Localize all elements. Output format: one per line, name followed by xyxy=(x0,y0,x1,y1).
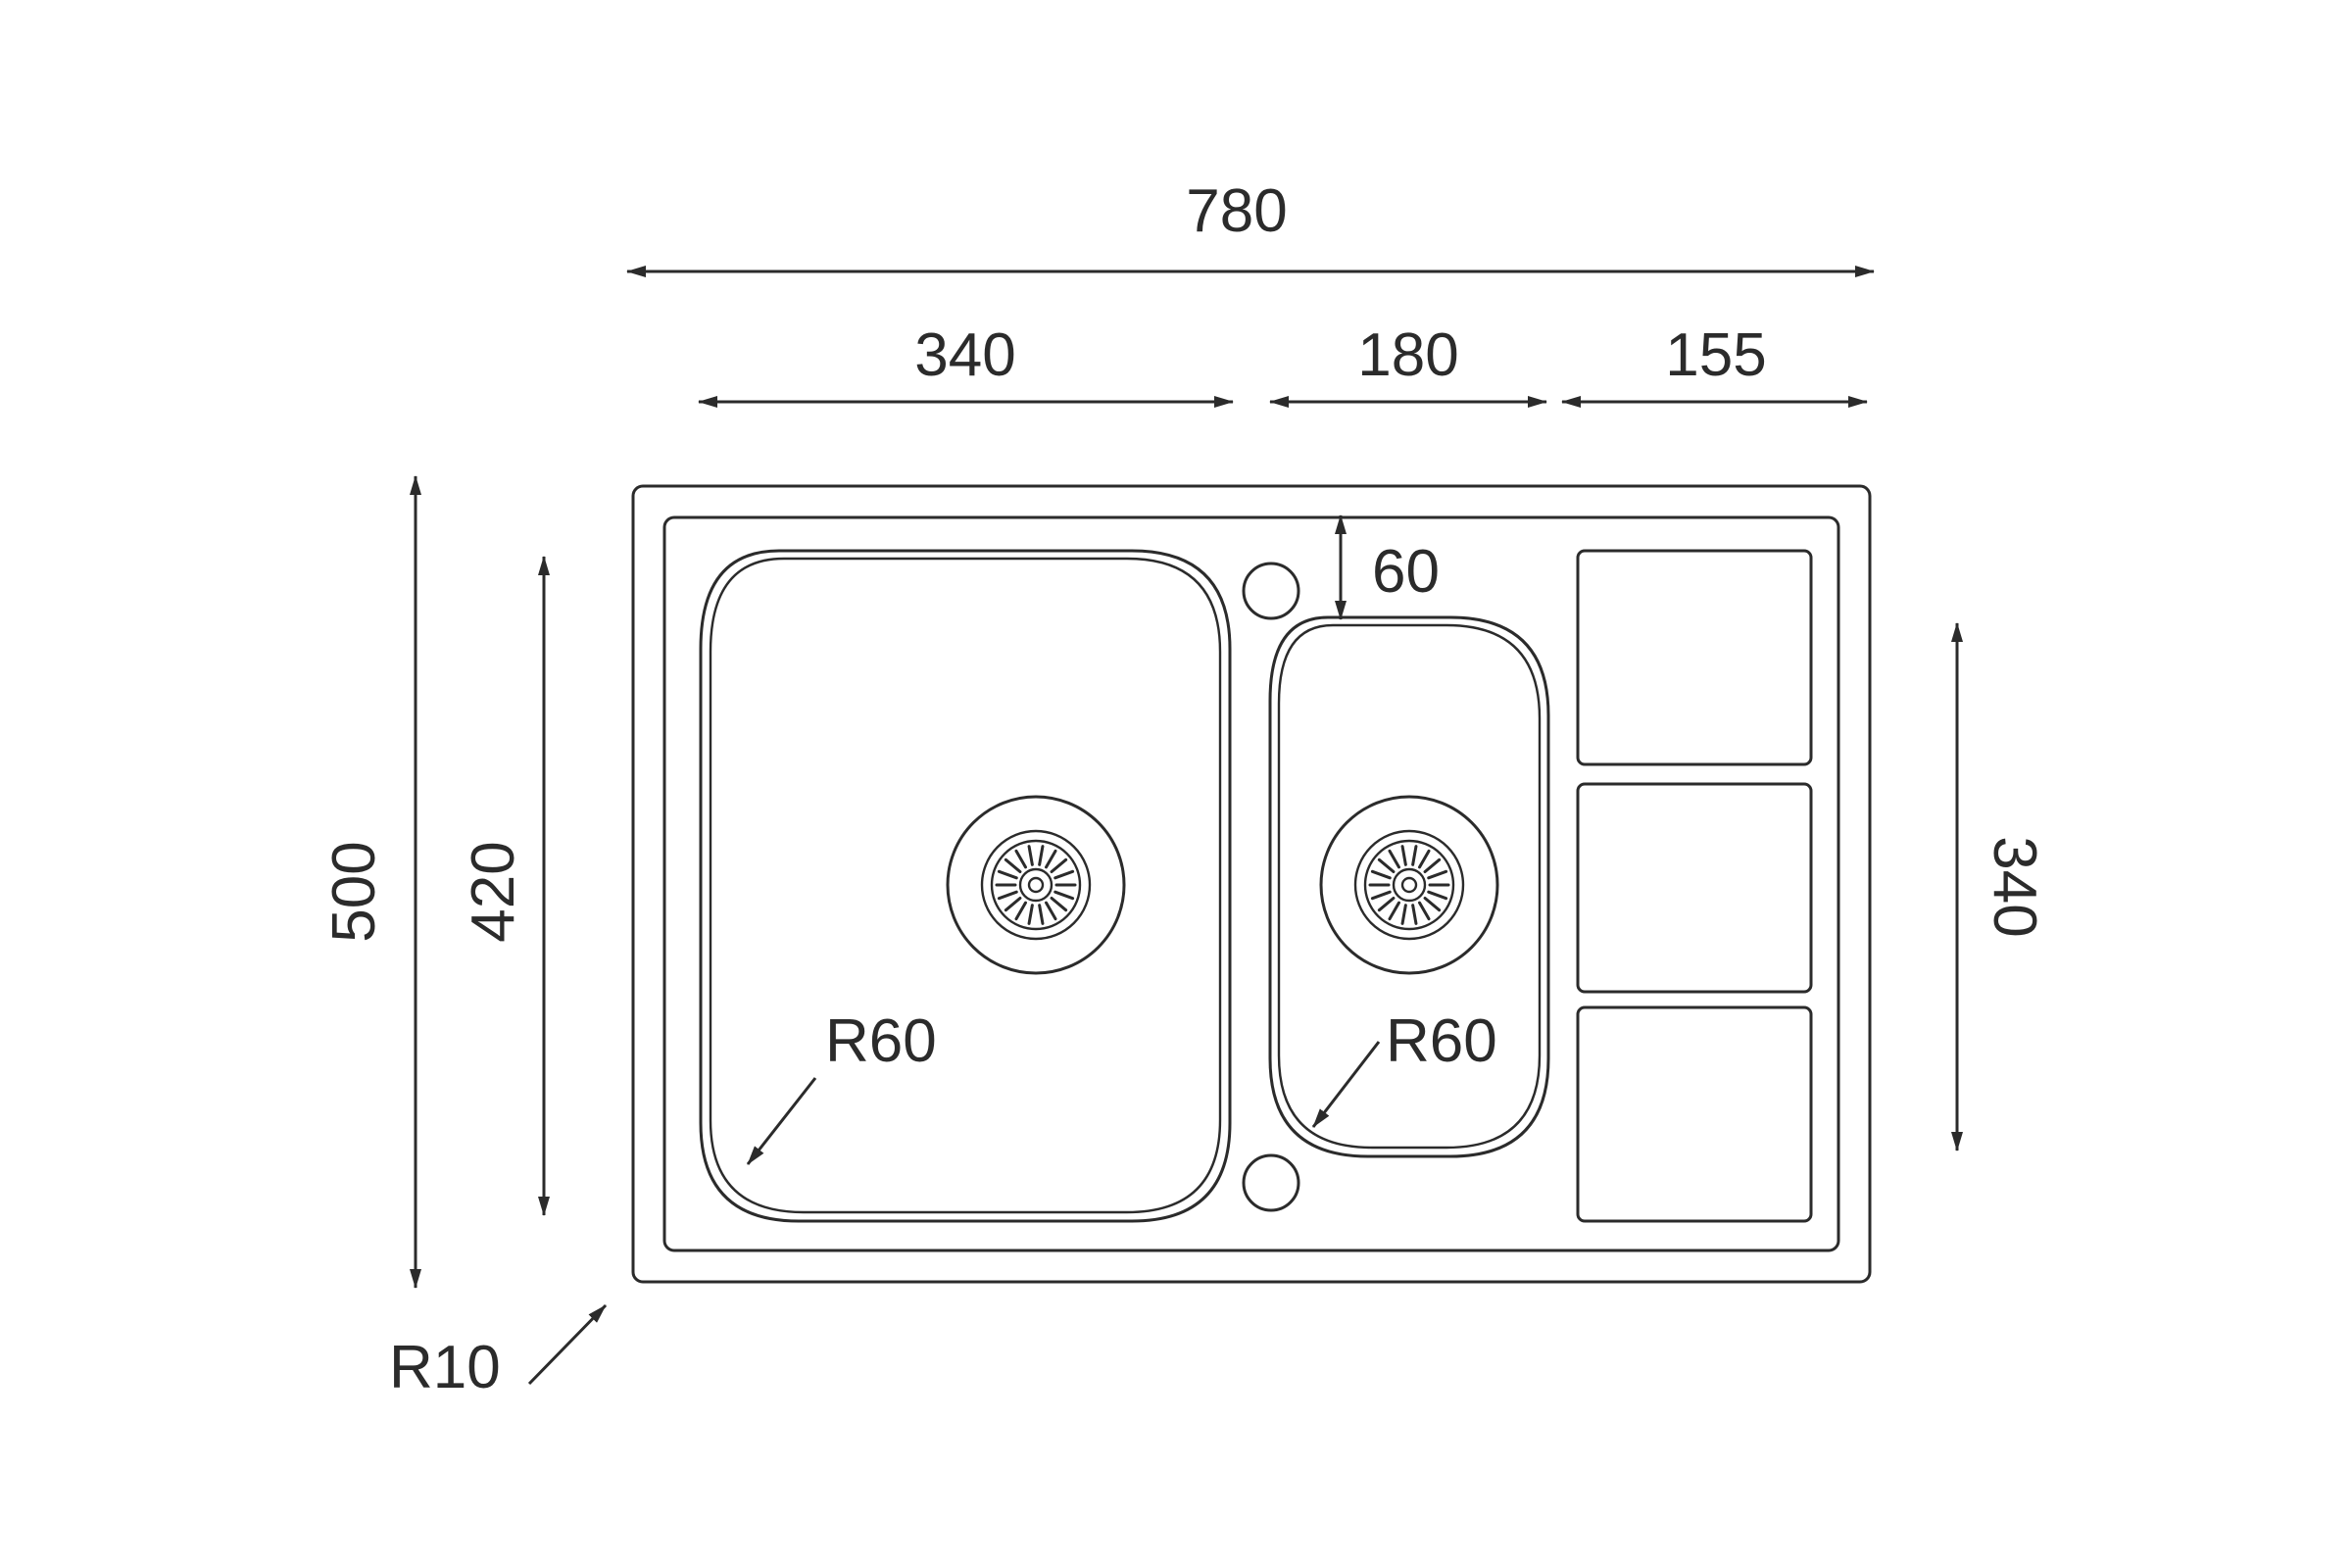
drain-slot xyxy=(1411,845,1418,866)
drainer-panel-bottom xyxy=(1576,1005,1813,1223)
drain-slot xyxy=(1054,869,1075,880)
corner-radius-leader xyxy=(527,1303,608,1386)
right-bowl-outline xyxy=(1268,615,1550,1158)
drain-slot xyxy=(1370,890,1392,901)
overall-depth-label: 500 xyxy=(320,841,388,942)
drain-slot xyxy=(1427,869,1448,880)
left-bowl-width-label: 340 xyxy=(914,321,1015,389)
right-bowl-radius-leader xyxy=(1311,1041,1381,1128)
drainer-panel-middle xyxy=(1576,782,1813,994)
drain-slot xyxy=(1027,845,1034,866)
left-bowl-outline xyxy=(699,549,1232,1223)
sink-inner-rim xyxy=(662,515,1840,1252)
drain-slot xyxy=(1004,858,1022,874)
drain-slot xyxy=(1423,858,1442,874)
left-bowl xyxy=(699,549,1232,1223)
drainer-width-label: 155 xyxy=(1665,321,1766,389)
right-bowl-radius-label: R60 xyxy=(1386,1007,1497,1075)
drain-slot xyxy=(1045,849,1057,869)
drain-slot xyxy=(997,890,1018,901)
drain-slot xyxy=(1427,890,1448,901)
drain-slot xyxy=(1050,858,1068,874)
left-bowl-radius-label: R60 xyxy=(825,1007,937,1075)
rim-offset-label: 60 xyxy=(1372,538,1440,606)
corner-radius-label: R10 xyxy=(389,1334,501,1401)
right-bowl xyxy=(1268,615,1550,1158)
drain-slot xyxy=(1377,896,1396,912)
drainer-area xyxy=(1576,549,1813,1223)
left-bowl-inner-line xyxy=(709,557,1222,1214)
drain-slot xyxy=(1388,849,1400,869)
sink-body xyxy=(631,484,1872,1284)
drain-slot xyxy=(1050,896,1068,912)
sink-outer-edge xyxy=(631,484,1872,1284)
right-bowl-inner-line xyxy=(1277,623,1542,1150)
left-drain-icon xyxy=(946,795,1126,975)
overall-width-label: 780 xyxy=(1186,177,1287,245)
drain-slot xyxy=(1038,845,1045,866)
drain-slot xyxy=(1014,901,1027,921)
drain-slot xyxy=(997,869,1018,880)
drain-slot xyxy=(1027,904,1034,925)
tap-hole-bottom xyxy=(1242,1153,1300,1212)
drain-slot xyxy=(1045,901,1057,921)
drain-slot xyxy=(1038,904,1045,925)
drainer-panel-top xyxy=(1576,549,1813,766)
drain-slot xyxy=(1418,901,1431,921)
right-bowl-depth-label: 340 xyxy=(1981,836,2048,937)
right-bowl-width-label: 180 xyxy=(1357,321,1458,389)
drain-slot xyxy=(1054,890,1075,901)
drain-slot xyxy=(1400,904,1407,925)
drain-slot xyxy=(1423,896,1442,912)
drain-slot xyxy=(1418,849,1431,869)
drain-slot xyxy=(1400,845,1407,866)
drain-slot xyxy=(1004,896,1022,912)
drain-slot xyxy=(1370,869,1392,880)
tap-hole-top xyxy=(1242,562,1300,620)
right-drain-icon xyxy=(1319,795,1499,975)
drain-slot xyxy=(1388,901,1400,921)
drain-slot xyxy=(1014,849,1027,869)
drain-slot xyxy=(1377,858,1396,874)
left-bowl-depth-label: 420 xyxy=(460,841,527,942)
left-bowl-radius-leader xyxy=(746,1077,817,1165)
drain-slot xyxy=(1411,904,1418,925)
